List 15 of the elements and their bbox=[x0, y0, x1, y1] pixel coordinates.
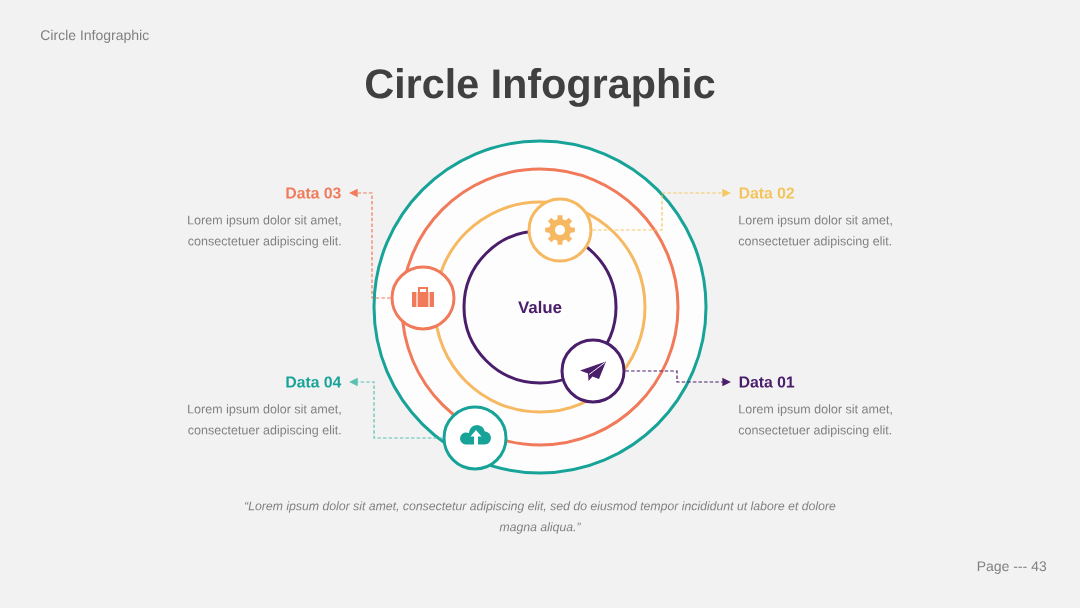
icon-circle bbox=[390, 265, 456, 331]
header-text: Circle Infographic bbox=[41, 29, 149, 43]
body-text: Lorem ipsum dolor sit amet, consectetuer adipiscing elit. bbox=[188, 215, 341, 248]
title: Circle Infographic bbox=[366, 68, 715, 107]
heading: Data 03 bbox=[286, 187, 341, 199]
body-text: Lorem ipsum dolor sit amet, consectetuer adipiscing elit. bbox=[738, 404, 892, 437]
heading: Data 02 bbox=[739, 187, 794, 199]
page-number: Page --- 43 bbox=[977, 561, 1047, 574]
icon-circle bbox=[560, 338, 626, 404]
body-text: Lorem ipsum dolor sit amet, consectetuer adipiscing elit. bbox=[188, 404, 341, 437]
quote-text: “Lorem ipsum dolor sit amet, consectetur adipiscing elit, sed do eiusmod tempor incididunt ut labore et dolore magna aliqua.” bbox=[244, 501, 836, 534]
heading: Data 04 bbox=[286, 376, 342, 388]
arrow bbox=[591, 188, 731, 231]
body-text: Lorem ipsum dolor sit amet, consectetuer adipiscing elit. bbox=[738, 215, 892, 248]
heading: Data 01 bbox=[739, 376, 795, 388]
